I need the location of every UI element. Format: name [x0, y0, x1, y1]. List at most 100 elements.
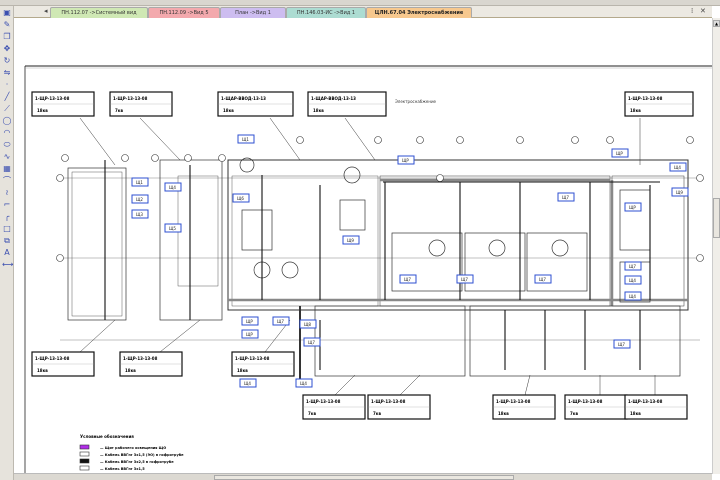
axis-marker — [686, 136, 694, 144]
close-icon[interactable]: ✕ — [700, 7, 706, 15]
chamfer-tool-icon[interactable]: ⌐ — [3, 200, 11, 209]
tab-list-arrow-icon[interactable]: ◂ — [44, 7, 48, 15]
panel-name: 1-ЩР-13-13-08 — [123, 356, 158, 361]
circuit-tag[interactable]: Щ4 — [624, 275, 642, 285]
circuit-tag[interactable]: ЩР — [241, 329, 259, 339]
copy-tool-icon[interactable]: ❐ — [3, 32, 11, 41]
hatch-tool-icon[interactable]: ▦ — [3, 164, 11, 173]
arc-tool-icon[interactable]: ◠ — [3, 128, 11, 137]
axis-marker — [416, 136, 424, 144]
select-tool-icon[interactable]: ▣ — [3, 8, 11, 17]
panel-name: 1-ЩР-13-13-08 — [628, 399, 663, 404]
rotate-tool-icon[interactable]: ↻ — [3, 56, 11, 65]
svg-text:Щ4: Щ4 — [244, 381, 251, 386]
panel-name: 1-ЩР-13-13-08 — [235, 356, 270, 361]
axis-marker — [56, 254, 64, 262]
edit-tool-icon[interactable]: ✎ — [3, 20, 11, 29]
move-tool-icon[interactable]: ✥ — [3, 44, 11, 53]
circuit-tag[interactable]: Щ4 — [624, 291, 642, 301]
circuit-tag[interactable]: Щ7 — [272, 316, 290, 326]
svg-text:Щ9: Щ9 — [347, 238, 354, 243]
circuit-tag[interactable]: Щ5 — [164, 223, 182, 233]
text-tool-icon[interactable]: A — [4, 248, 10, 257]
circuit-tag[interactable]: Щ6 — [232, 193, 250, 203]
svg-text:— Кабель ВВГнг 3х2,5 в гофротр: — Кабель ВВГнг 3х2,5 в гофротрубе — [100, 460, 174, 464]
circuit-tag[interactable]: Щ4 — [295, 378, 313, 388]
scroll-up-button[interactable]: ▲ — [713, 20, 720, 27]
circuit-tag[interactable]: ЩР — [241, 316, 259, 326]
ellipse-tool-icon[interactable]: ⬭ — [3, 140, 11, 149]
block-tool-icon[interactable]: ⧉ — [4, 236, 10, 245]
circle-tool-icon[interactable]: ◯ — [2, 116, 12, 125]
panel-power: 7кв — [115, 108, 123, 113]
curve-tool-icon[interactable]: ⌒ — [3, 176, 11, 185]
fillet-tool-icon[interactable]: ╭ — [4, 212, 10, 221]
circuit-tag[interactable]: Щ4 — [239, 378, 257, 388]
svg-text:— Кабель ВВГнг 3х1,5: — Кабель ВВГнг 3х1,5 — [100, 467, 145, 471]
line-tool-icon[interactable]: ╱ — [4, 92, 10, 101]
legend-title: Условные обозначения — [80, 434, 134, 439]
rectangle-tool-icon[interactable]: □ — [3, 224, 11, 233]
pin-icon[interactable]: ⁞ — [691, 7, 694, 15]
panel-power: 7кв — [373, 411, 381, 416]
tab-power-supply[interactable]: ЦЛН.67.04 Электроснабжение — [366, 7, 472, 18]
horizontal-scrollbar[interactable] — [14, 473, 712, 480]
scroll-thumb-horizontal[interactable] — [214, 475, 514, 480]
panel-name: 1-ЩР-13-13-08 — [113, 96, 148, 101]
panel-power: 18кв — [237, 368, 248, 373]
circuit-tag[interactable]: Щ9 — [342, 235, 360, 245]
title-block-top[interactable]: 1-ЩР-13-13-08 7кв — [109, 91, 173, 117]
svg-text:Щ4: Щ4 — [169, 185, 176, 190]
circuit-tag[interactable]: Щ7 — [613, 339, 631, 349]
circuit-tag[interactable]: Щ7 — [534, 274, 552, 284]
tab-is-view-1[interactable]: ПН.146.03-ИС ->Вид 1 — [286, 7, 366, 18]
tab-system-view[interactable]: ПН.112.07 ->Системный вид — [50, 7, 148, 18]
circuit-tag[interactable]: ЩР — [397, 155, 415, 165]
tab-plan-view-1[interactable]: План ->Вид 1 — [220, 7, 286, 18]
circuit-tag[interactable]: Щ1 — [237, 134, 255, 144]
circuit-tag[interactable]: Щ7 — [624, 261, 642, 271]
zigzag-tool-icon[interactable]: ≀ — [5, 188, 9, 197]
circuit-tag[interactable]: Щ4 — [164, 182, 182, 192]
circuit-tag[interactable]: Щ7 — [557, 192, 575, 202]
svg-text:Щ7: Щ7 — [461, 277, 468, 282]
spline-tool-icon[interactable]: ∿ — [3, 152, 11, 161]
mirror-tool-icon[interactable]: ⇋ — [3, 68, 11, 77]
vertical-scrollbar[interactable]: ▲ — [712, 18, 720, 474]
svg-text:Щ7: Щ7 — [308, 340, 315, 345]
scroll-thumb[interactable] — [713, 198, 720, 238]
tab-view-5[interactable]: ПН.112.09 ->Вид 5 — [148, 7, 220, 18]
panel-name: 1-ЩР-13-13-08 — [306, 399, 341, 404]
circuit-tag[interactable]: ЩР — [624, 202, 642, 212]
svg-text:ЩР: ЩР — [246, 332, 253, 337]
circuit-tag[interactable]: Щ4 — [669, 162, 687, 172]
title-block-bottom[interactable]: 1-ЩР-13-13-08 18кв — [231, 351, 295, 377]
dimension-tool-icon[interactable]: ⟷ — [2, 260, 14, 269]
point-tool-icon[interactable]: · — [5, 80, 9, 89]
panel-name: 1-ЩАР-ВВОД-13-13 — [221, 96, 266, 101]
circuit-tag[interactable]: Щ3 — [131, 209, 149, 219]
panel-name: 1-ЩР-13-13-08 — [35, 356, 70, 361]
circuit-tag[interactable]: Щ7 — [399, 274, 417, 284]
panel-power: 18кв — [37, 108, 48, 113]
circuit-tag[interactable]: Щ1 — [131, 177, 149, 187]
polyline-tool-icon[interactable]: ⟋ — [4, 104, 10, 113]
circuit-tag[interactable]: Щ9 — [671, 187, 689, 197]
circuit-tag[interactable]: Щ7 — [456, 274, 474, 284]
circuit-tag[interactable]: ЩР — [611, 148, 629, 158]
circuit-tag[interactable]: Щ8 — [299, 319, 317, 329]
circuit-tag[interactable]: Щ2 — [131, 194, 149, 204]
circuit-tag[interactable]: Щ7 — [303, 337, 321, 347]
